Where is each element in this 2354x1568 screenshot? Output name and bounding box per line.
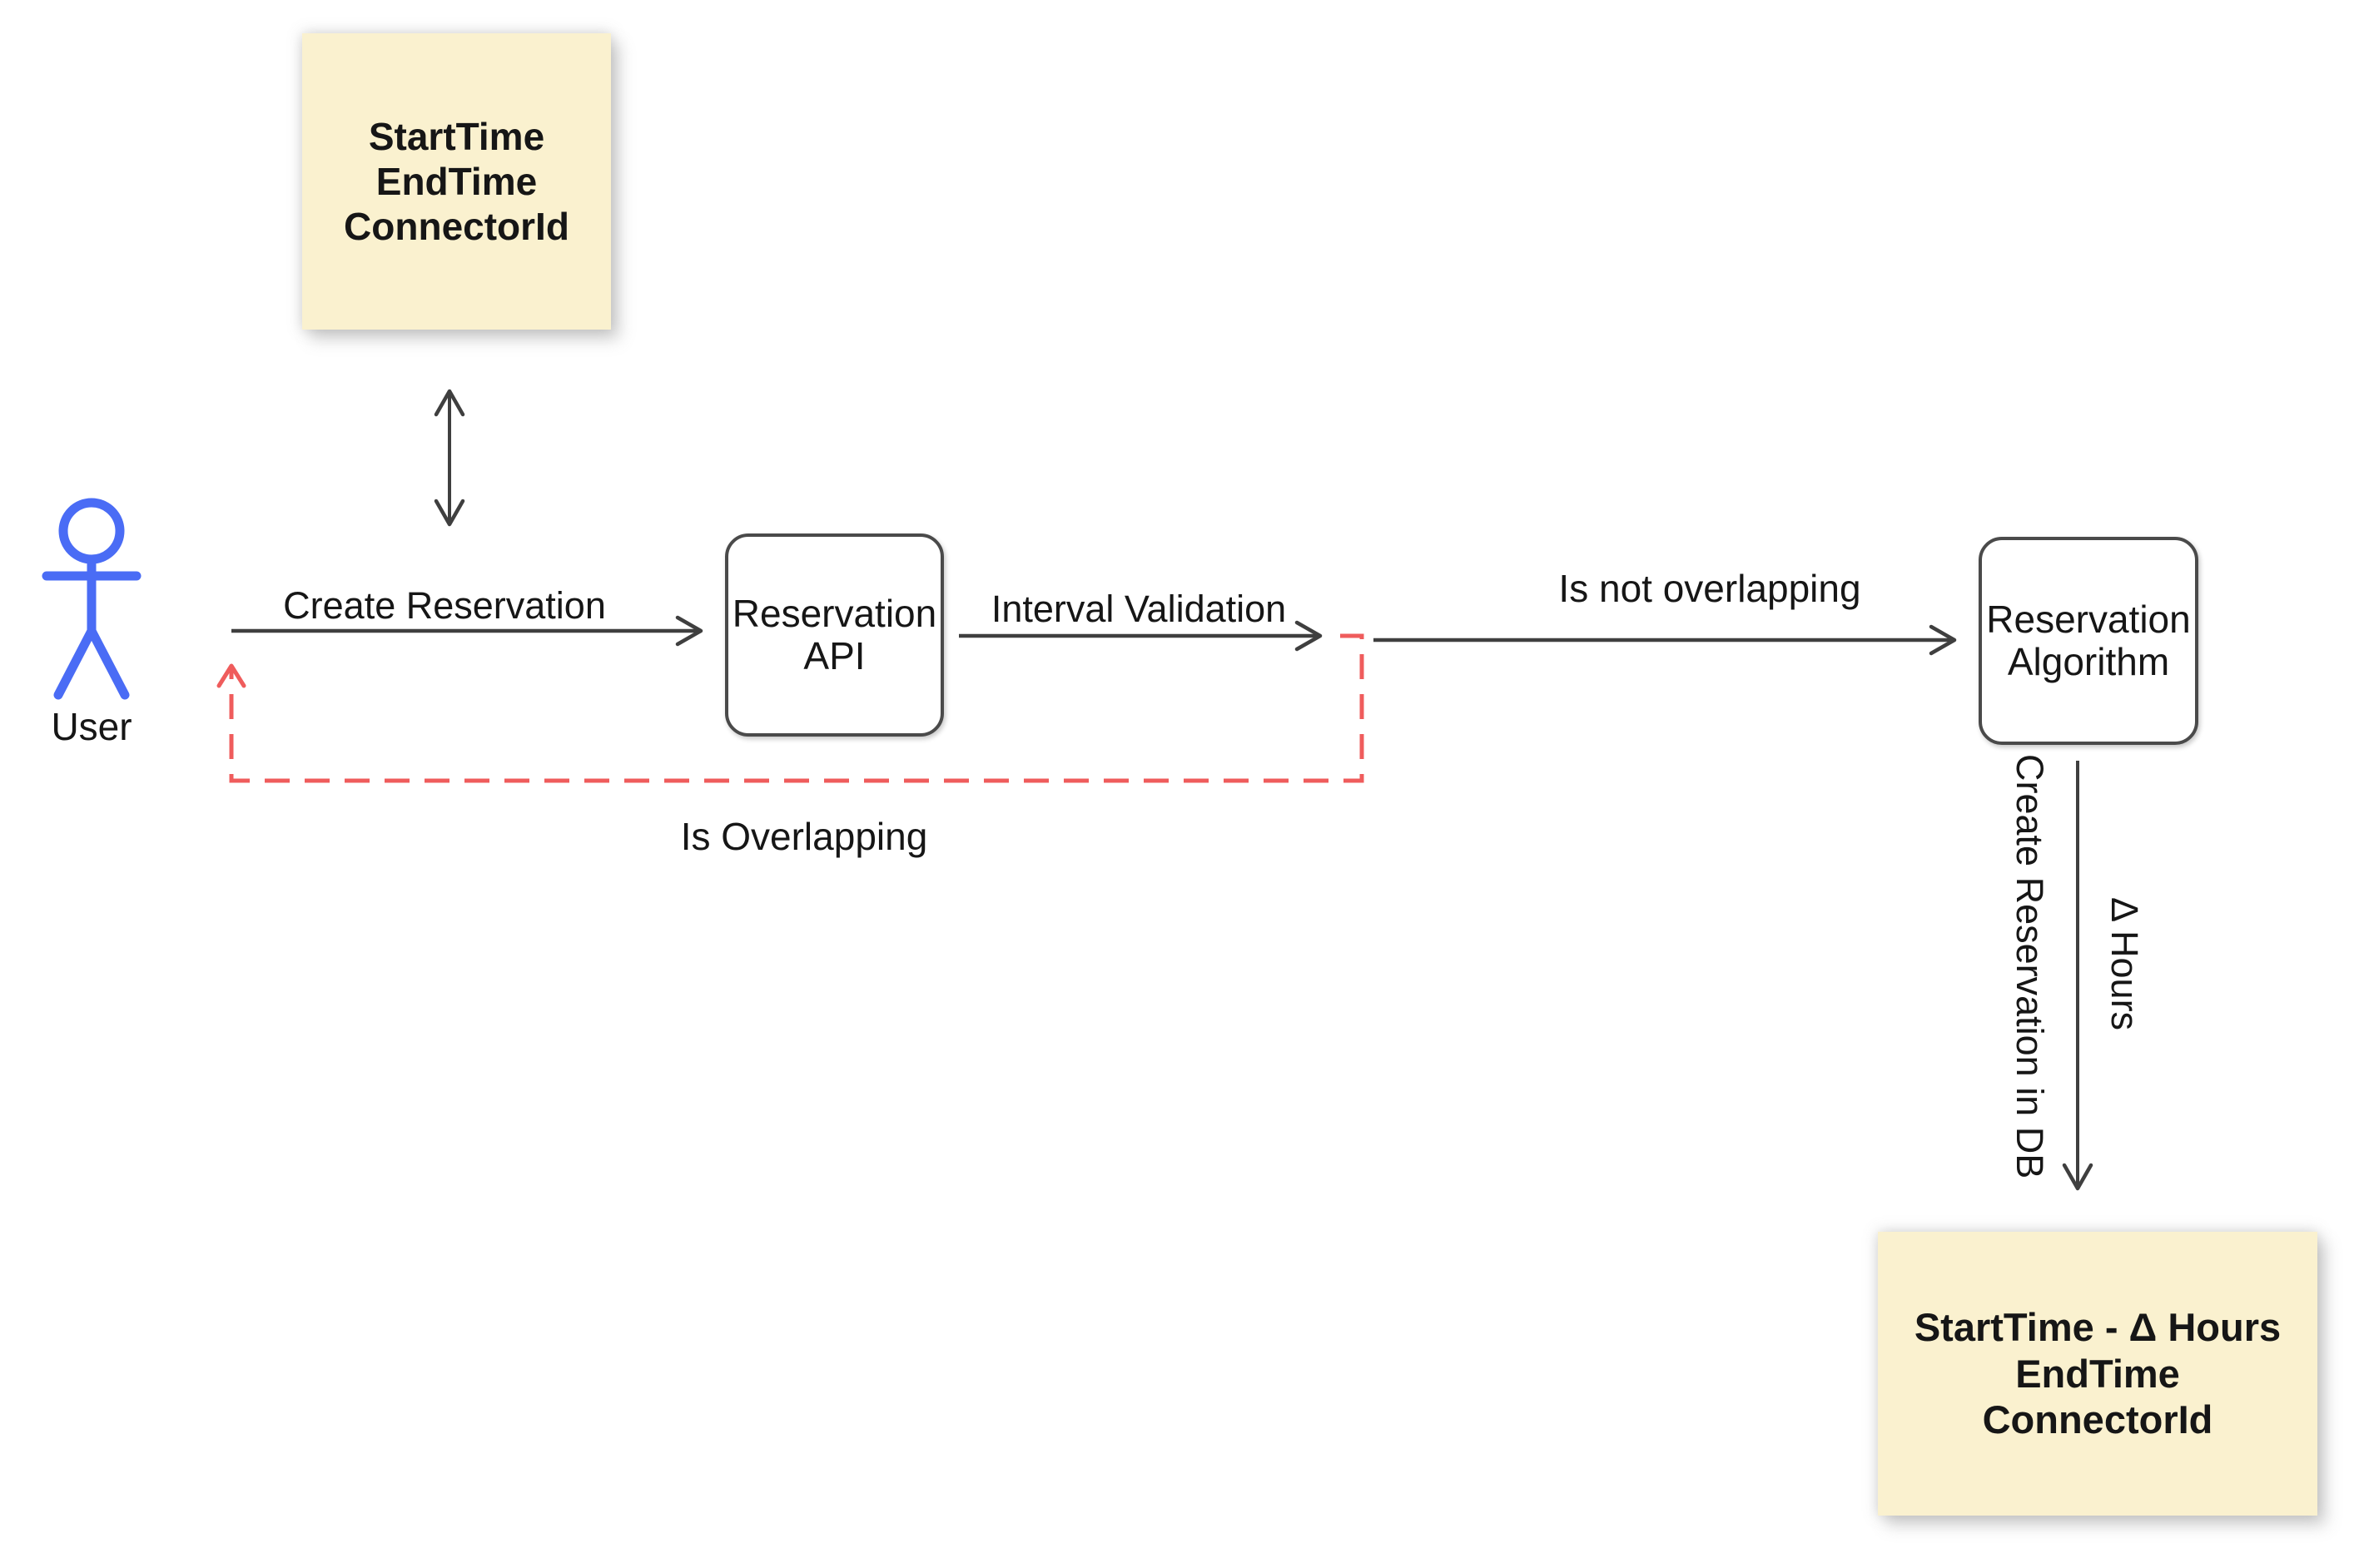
note-line: StartTime - Δ Hours [1914,1305,2282,1350]
interval-validation-label: Interval Validation [991,588,1287,630]
note-line: ConnectorId [344,205,569,249]
note-line: StartTime [368,114,545,158]
node-line: API [803,634,866,677]
delta-hours-label: Δ Hours [2103,896,2146,1031]
output-data-note: StartTime - Δ Hours EndTime ConnectorId [1878,1232,2317,1516]
create-reservation-label: Create Reservation [283,584,606,627]
is-overlapping-label: Is Overlapping [680,815,928,858]
input-data-note: StartTime EndTime ConnectorId [302,33,611,330]
node-line: Reservation [732,592,937,636]
node-line: Reservation [1986,598,2191,642]
node-line: Algorithm [2007,640,2170,683]
user-actor-icon [42,498,142,700]
is-not-overlapping-label: Is not overlapping [1558,567,1861,610]
note-line: EndTime [2015,1351,2180,1396]
user-actor-label: User [51,705,132,748]
note-line: ConnectorId [1982,1397,2213,1442]
reservation-api-node: Reservation API [725,533,944,737]
create-in-db-label: Create Reservation in DB [2009,754,2051,1179]
note-line: EndTime [375,159,538,203]
reservation-algorithm-node: Reservation Algorithm [1979,537,2198,745]
